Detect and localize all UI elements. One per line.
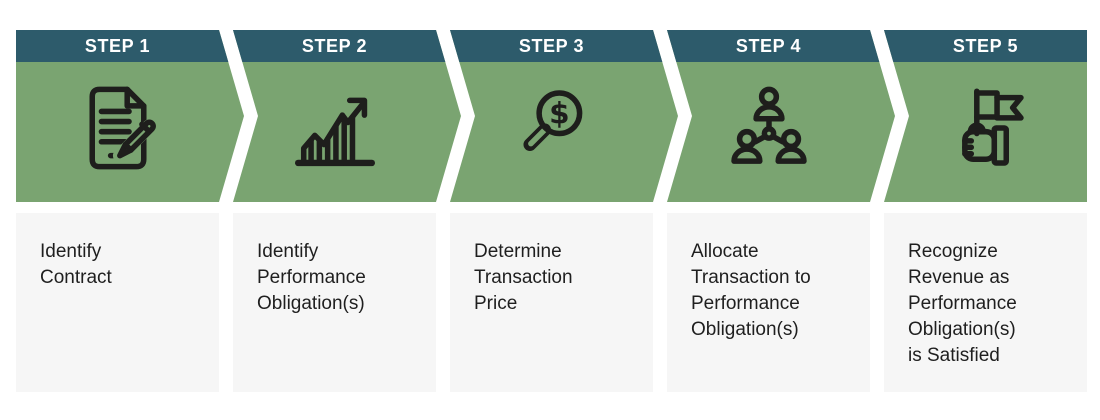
step-description: Determine Transaction Price [474,241,573,314]
contract-pencil-icon [88,86,156,170]
step-header: STEP 2 [233,30,461,62]
step-label: STEP 5 [952,36,1019,56]
step-arrow-4: STEP 4 [667,30,895,202]
step-header: STEP 1 [16,30,244,62]
step-arrow-5: STEP 5 [884,30,1100,202]
step-description-card-3: Determine Transaction Price [450,213,653,392]
step-label: STEP 2 [301,36,368,56]
step-description-card-4: Allocate Transaction to Performance Obli… [667,213,870,392]
step-icon-zone: $ [450,62,653,202]
step-icon-zone [884,62,1087,202]
flag-hand-icon [961,88,1024,166]
step-description-card-2: Identify Performance Obligation(s) [233,213,436,392]
step-icon-zone [233,62,436,202]
step-header: STEP 4 [667,30,895,62]
step-label: STEP 1 [84,36,151,56]
step-icon-zone [667,62,870,202]
step-arrow-1: STEP 1 [16,30,244,202]
step-arrow-3: STEP 3 $ [450,30,678,202]
step-description: Identify Contract [40,241,112,288]
step-description-card-1: Identify Contract [16,213,219,392]
step-label: STEP 4 [735,36,802,56]
svg-text:$: $ [549,96,569,130]
step-description: Recognize Revenue as Performance Obligat… [908,241,1017,366]
step-header: STEP 5 [884,30,1087,62]
growth-chart-icon [294,97,375,167]
org-chart-people-icon [730,86,807,164]
magnifier-dollar-icon: $ [522,90,582,151]
step-icon-zone [16,62,219,202]
step-description: Allocate Transaction to Performance Obli… [691,241,811,340]
step-description-card-5: Recognize Revenue as Performance Obligat… [884,213,1087,392]
step-description: Identify Performance Obligation(s) [257,241,366,314]
step-header: STEP 3 [450,30,678,62]
step-arrow-2: STEP 2 [233,30,461,202]
step-label: STEP 3 [518,36,585,56]
